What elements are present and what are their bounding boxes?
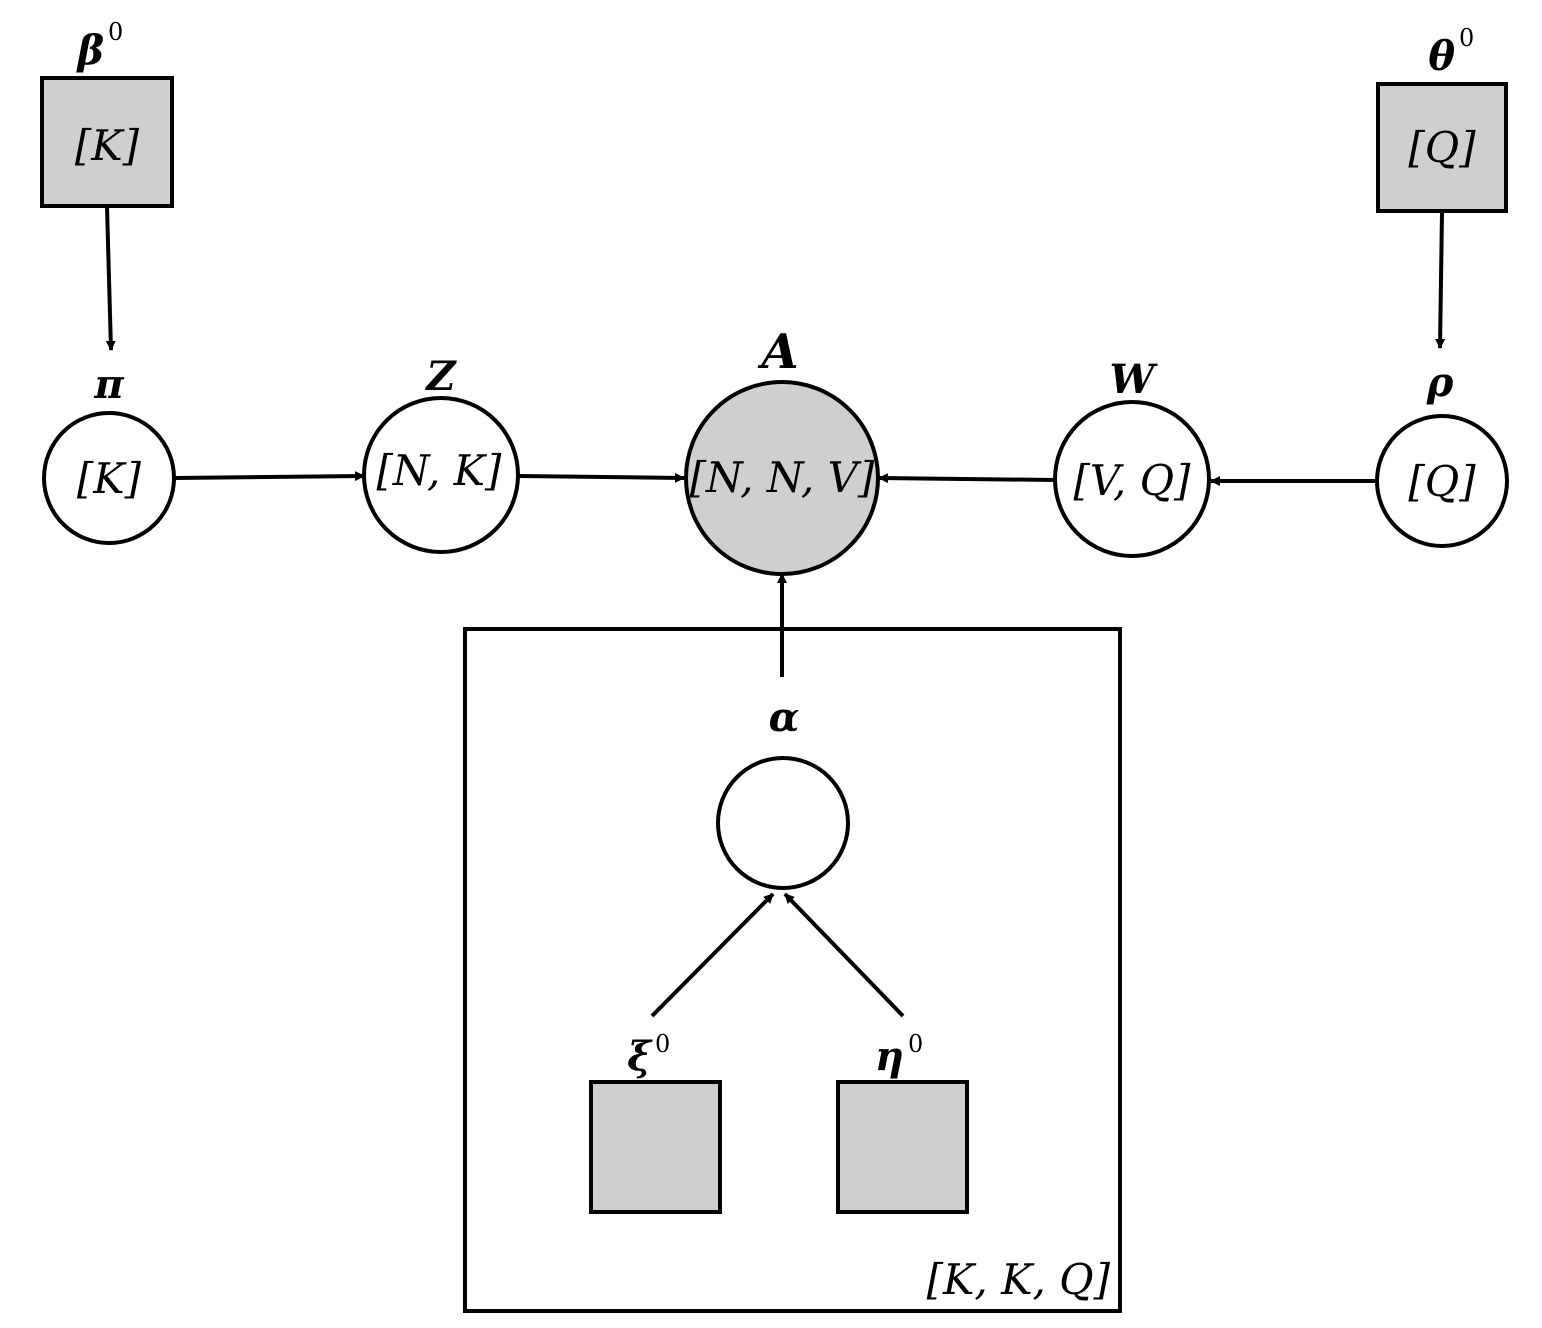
xi0-square bbox=[589, 1080, 722, 1214]
node-a: A [N, N, V] bbox=[684, 324, 880, 576]
node-w: W [V, Q] bbox=[1053, 356, 1211, 558]
theta0-dims: [Q] bbox=[1408, 123, 1476, 172]
a-symbol: A bbox=[757, 324, 798, 380]
node-beta0: β 0 [K] bbox=[40, 18, 174, 208]
edge-eta0-alpha bbox=[783, 892, 905, 1018]
a-dims: [N, N, V] bbox=[690, 453, 875, 502]
theta0-square bbox=[1376, 82, 1508, 213]
w-dims: [V, Q] bbox=[1074, 456, 1192, 505]
plate bbox=[463, 627, 1122, 1313]
pi-dims: [K] bbox=[77, 454, 142, 503]
node-theta0: θ 0 [Q] bbox=[1376, 24, 1508, 213]
eta0-square bbox=[836, 1080, 969, 1214]
edge-w-a bbox=[878, 473, 1056, 484]
edge-beta0-pi bbox=[105, 206, 116, 351]
w-symbol: W bbox=[1110, 356, 1159, 403]
edge-xi0-alpha bbox=[650, 892, 775, 1018]
eta0-symbol: η bbox=[875, 1033, 904, 1080]
node-pi: π [K] bbox=[42, 361, 176, 545]
beta0-superscript: 0 bbox=[108, 18, 123, 46]
theta0-symbol: θ bbox=[1428, 33, 1455, 80]
beta0-symbol: β bbox=[75, 27, 104, 74]
node-z: Z [N, K] bbox=[362, 353, 520, 554]
alpha-symbol: α bbox=[769, 694, 800, 741]
edge-pi-z bbox=[174, 471, 365, 482]
beta0-square bbox=[40, 76, 174, 208]
pi-circle bbox=[42, 411, 176, 545]
pi-symbol: π bbox=[93, 361, 124, 408]
node-rho: ρ [Q] bbox=[1375, 359, 1509, 548]
plate-label: [K, K, Q] bbox=[927, 1255, 1111, 1304]
theta0-superscript: 0 bbox=[1459, 24, 1474, 52]
z-dims: [N, K] bbox=[377, 446, 503, 495]
edges bbox=[105, 206, 1446, 1018]
node-xi0: ξ 0 bbox=[589, 1030, 722, 1214]
alpha-circle bbox=[716, 756, 850, 890]
node-eta0: η 0 bbox=[836, 1030, 969, 1214]
xi0-superscript: 0 bbox=[655, 1030, 670, 1058]
xi0-symbol: ξ bbox=[627, 1033, 653, 1080]
eta0-superscript: 0 bbox=[908, 1030, 923, 1058]
node-alpha: α bbox=[716, 694, 850, 890]
rho-dims: [Q] bbox=[1408, 457, 1476, 506]
edge-z-a bbox=[518, 472, 685, 483]
a-circle bbox=[684, 380, 880, 576]
z-circle bbox=[362, 396, 520, 554]
edge-theta0-rho bbox=[1435, 211, 1446, 349]
beta0-dims: [K] bbox=[75, 121, 140, 170]
rho-symbol: ρ bbox=[1426, 359, 1454, 406]
w-circle bbox=[1053, 400, 1211, 558]
z-symbol: Z bbox=[424, 353, 457, 400]
rho-circle bbox=[1375, 414, 1509, 548]
